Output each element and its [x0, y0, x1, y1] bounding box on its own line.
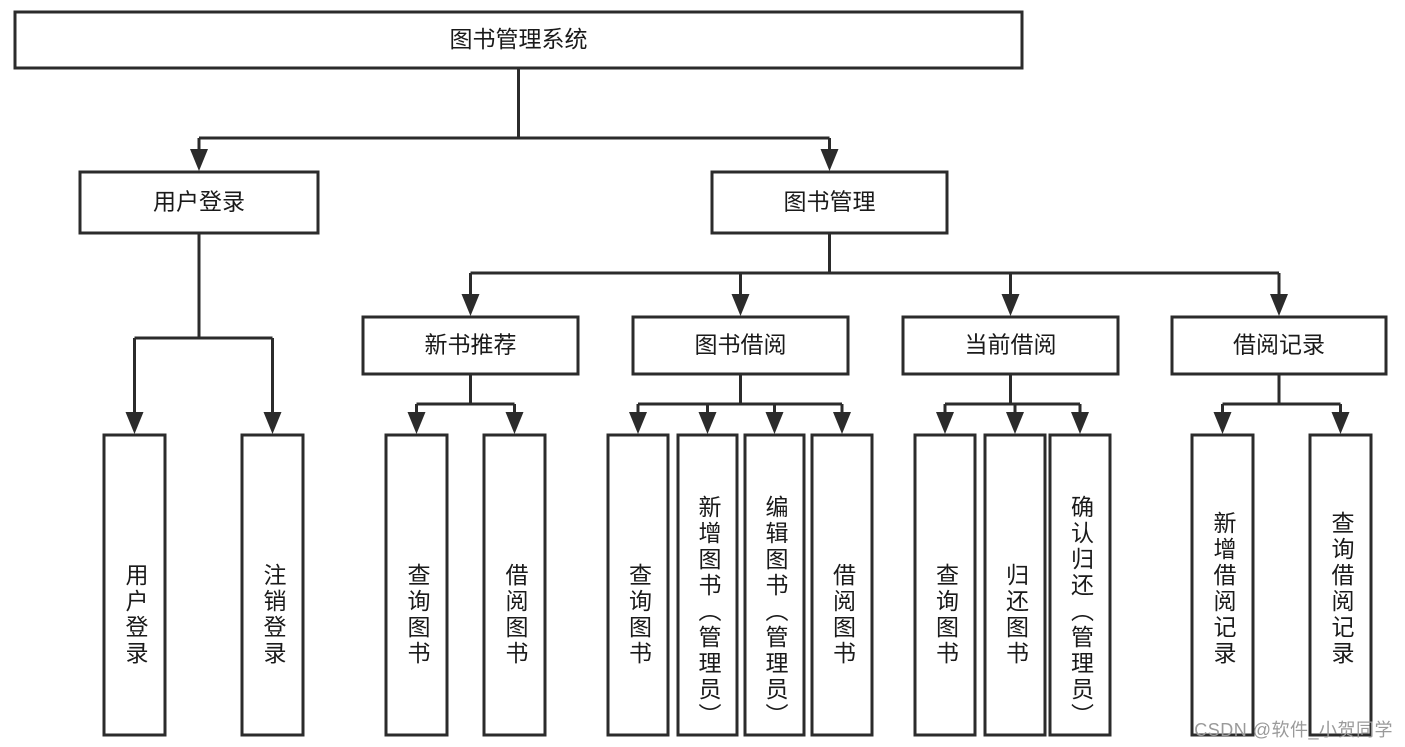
leaf-node-leaf-borrow-book-1[interactable]: [482, 433, 547, 737]
node-borrow-record[interactable]: 借阅记录: [1170, 315, 1388, 376]
node-user-login-rect[interactable]: [78, 170, 320, 235]
arrow-to-leaf-add-record-icon: [1213, 412, 1232, 434]
arrow-to-leaf-query-book-2-icon: [629, 412, 647, 434]
leaf-node-leaf-add-record[interactable]: [1190, 433, 1255, 737]
node-user-login[interactable]: 用户登录: [78, 170, 320, 235]
node-current-borrow[interactable]: 当前借阅: [901, 315, 1120, 376]
arrow-to-leaf-edit-book-icon: [765, 412, 784, 434]
leaf-node-leaf-query-record-rect[interactable]: [1308, 433, 1373, 737]
leaf-node-leaf-confirm-return[interactable]: [1048, 433, 1112, 737]
leaf-node-leaf-borrow-book-2[interactable]: [810, 433, 874, 737]
arrow-to-leaf-query-book-1-icon: [407, 412, 426, 434]
leaf-node-leaf-return-book[interactable]: [983, 433, 1047, 737]
arrow-to-book-management-icon: [820, 149, 839, 171]
node-book-management[interactable]: 图书管理: [710, 170, 949, 235]
arrow-to-leaf-add-book-icon: [698, 412, 717, 434]
node-new-book-recommend-label: 新书推荐: [425, 332, 517, 358]
leaf-node-leaf-edit-book[interactable]: [743, 433, 806, 737]
arrow-to-leaf-user-login-icon: [125, 412, 144, 434]
root-node-book-management-system-rect[interactable]: [13, 10, 1024, 70]
leaf-node-leaf-query-book-3[interactable]: [913, 433, 977, 737]
node-book-borrow-label: 图书借阅: [695, 332, 787, 358]
leaf-node-leaf-query-book-2[interactable]: [606, 433, 670, 737]
watermark-text: CSDN @软件_小贺同学: [1194, 720, 1393, 740]
root-node-book-management-system[interactable]: 图书管理系统: [13, 10, 1024, 70]
leaf-node-leaf-confirm-return-rect[interactable]: [1048, 433, 1112, 737]
arrow-to-book-borrow-icon: [731, 294, 750, 316]
arrow-to-new-book-recommend-icon: [461, 294, 480, 316]
leaf-node-leaf-return-book-rect[interactable]: [983, 433, 1047, 737]
node-new-book-recommend[interactable]: 新书推荐: [361, 315, 580, 376]
node-borrow-record-rect[interactable]: [1170, 315, 1388, 376]
arrow-to-borrow-record-icon: [1270, 294, 1288, 316]
leaf-node-leaf-add-record-rect[interactable]: [1190, 433, 1255, 737]
leaf-node-leaf-borrow-book-1-rect[interactable]: [482, 433, 547, 737]
arrow-to-leaf-borrow-book-2-icon: [833, 412, 851, 434]
leaf-node-leaf-logout-rect[interactable]: [240, 433, 305, 737]
leaf-node-leaf-add-book[interactable]: [676, 433, 739, 737]
node-book-borrow[interactable]: 图书借阅: [631, 315, 850, 376]
arrow-to-leaf-return-book-icon: [1006, 412, 1024, 434]
leaf-node-leaf-edit-book-rect[interactable]: [743, 433, 806, 737]
leaf-node-leaf-query-book-1-rect[interactable]: [384, 433, 449, 737]
node-current-borrow-rect[interactable]: [901, 315, 1120, 376]
leaf-node-leaf-user-login-rect[interactable]: [102, 433, 167, 737]
leaf-node-leaf-logout[interactable]: [240, 433, 305, 737]
node-user-login-label: 用户登录: [153, 189, 245, 215]
arrow-to-leaf-query-book-3-icon: [936, 412, 954, 434]
leaf-node-leaf-user-login[interactable]: [102, 433, 167, 737]
node-new-book-recommend-rect[interactable]: [361, 315, 580, 376]
arrow-to-leaf-borrow-book-1-icon: [505, 412, 524, 434]
node-borrow-record-label: 借阅记录: [1233, 332, 1325, 358]
node-book-management-label: 图书管理: [784, 189, 876, 215]
arrow-to-current-borrow-icon: [1001, 294, 1020, 316]
connector-layer: [125, 68, 1350, 434]
leaf-node-leaf-borrow-book-2-rect[interactable]: [810, 433, 874, 737]
leaf-node-leaf-query-book-2-rect[interactable]: [606, 433, 670, 737]
node-book-management-rect[interactable]: [710, 170, 949, 235]
arrow-to-leaf-confirm-return-icon: [1071, 412, 1089, 434]
node-book-borrow-rect[interactable]: [631, 315, 850, 376]
arrow-to-leaf-query-record-icon: [1331, 412, 1350, 434]
leaf-node-leaf-query-book-1[interactable]: [384, 433, 449, 737]
node-current-borrow-label: 当前借阅: [965, 332, 1057, 358]
arrow-to-leaf-logout-icon: [263, 412, 282, 434]
leaf-node-leaf-query-book-3-rect[interactable]: [913, 433, 977, 737]
arrow-to-user-login-icon: [190, 149, 208, 171]
root-node-book-management-system-label: 图书管理系统: [450, 26, 588, 52]
leaf-node-leaf-add-book-rect[interactable]: [676, 433, 739, 737]
leaf-node-leaf-query-record[interactable]: [1308, 433, 1373, 737]
